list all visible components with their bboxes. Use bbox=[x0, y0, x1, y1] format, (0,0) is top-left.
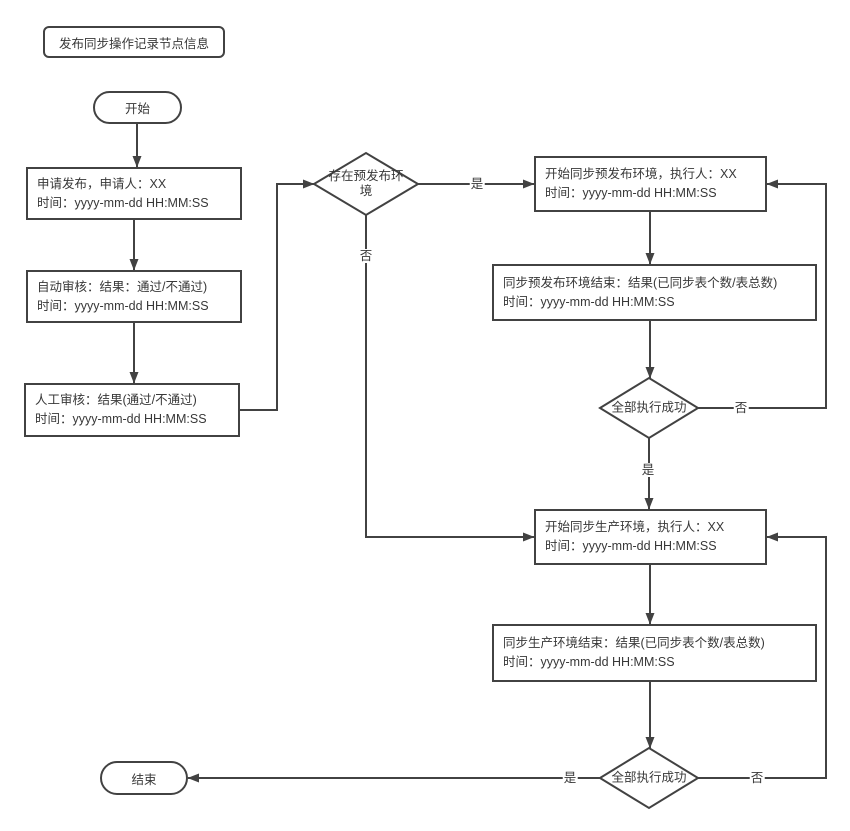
decision-prod-success-shape[interactable] bbox=[598, 746, 700, 810]
edge-label-prod-success-yes: 是 bbox=[562, 771, 578, 785]
manual-review-node[interactable]: 人工审核：结果(通过/不通过) 时间：yyyy-mm-dd HH:MM:SS bbox=[24, 383, 240, 437]
apply-node[interactable]: 申请发布，申请人：XX 时间：yyyy-mm-dd HH:MM:SS bbox=[26, 167, 242, 220]
edge-label-pre-success-yes: 是 bbox=[640, 463, 656, 477]
start-sync-pre-line2: 时间：yyyy-mm-dd HH:MM:SS bbox=[545, 186, 717, 200]
auto-review-line1: 自动审核：结果：通过/不通过) bbox=[37, 279, 208, 294]
start-sync-pre-node[interactable]: 开始同步预发布环境，执行人：XX 时间：yyyy-mm-dd HH:MM:SS bbox=[534, 156, 767, 212]
edge-manual-review-to-decision-pre-env bbox=[240, 179, 315, 411]
start-sync-prod-line1: 开始同步生产环境，执行人：XX bbox=[545, 520, 725, 534]
start-sync-prod-line2: 时间：yyyy-mm-dd HH:MM:SS bbox=[545, 539, 717, 553]
end-node[interactable]: 结束 bbox=[100, 761, 188, 795]
sync-prod-end-line2: 时间：yyyy-mm-dd HH:MM:SS bbox=[503, 655, 675, 669]
manual-review-line1: 人工审核：结果(通过/不通过) bbox=[35, 393, 197, 407]
decision-pre-success-shape[interactable] bbox=[598, 376, 700, 440]
edge-decision-pre-env-no bbox=[365, 215, 535, 542]
start-node[interactable]: 开始 bbox=[93, 91, 182, 124]
sync-pre-end-node[interactable]: 同步预发布环境结束：结果(已同步表个数/表总数) 时间：yyyy-mm-dd H… bbox=[492, 264, 817, 321]
start-sync-prod-node[interactable]: 开始同步生产环境，执行人：XX 时间：yyyy-mm-dd HH:MM:SS bbox=[534, 509, 767, 565]
sync-prod-end-line1: 同步生产环境结束：结果(已同步表个数/表总数) bbox=[503, 636, 765, 650]
edge-decision-pre-success-no-loop bbox=[698, 179, 827, 409]
auto-review-line2: 时间：yyyy-mm-dd HH:MM:SS bbox=[37, 298, 209, 313]
auto-review-node[interactable]: 自动审核：结果：通过/不通过) 时间：yyyy-mm-dd HH:MM:SS bbox=[26, 270, 242, 323]
sync-prod-end-node[interactable]: 同步生产环境结束：结果(已同步表个数/表总数) 时间：yyyy-mm-dd HH… bbox=[492, 624, 817, 682]
edge-label-pre-env-yes: 是 bbox=[469, 177, 485, 191]
sync-pre-end-line1: 同步预发布环境结束：结果(已同步表个数/表总数) bbox=[503, 275, 778, 290]
decision-pre-success-label: 全部执行成功 bbox=[611, 400, 687, 415]
start-sync-pre-line1: 开始同步预发布环境，执行人：XX bbox=[545, 167, 737, 181]
edge-label-pre-success-no: 否 bbox=[733, 401, 749, 415]
apply-line2: 时间：yyyy-mm-dd HH:MM:SS bbox=[37, 195, 209, 210]
diagram-title-box: 发布同步操作记录节点信息 bbox=[43, 26, 225, 58]
decision-prod-success-label: 全部执行成功 bbox=[611, 770, 687, 785]
decision-pre-env-label: 存在预发布环境 bbox=[328, 169, 404, 198]
edge-label-prod-success-no: 否 bbox=[749, 771, 765, 785]
sync-pre-end-line2: 时间：yyyy-mm-dd HH:MM:SS bbox=[503, 294, 675, 309]
edge-label-pre-env-no: 否 bbox=[358, 249, 374, 263]
decision-pre-env-shape[interactable] bbox=[312, 151, 420, 217]
apply-line1: 申请发布，申请人：XX bbox=[37, 176, 167, 191]
manual-review-line2: 时间：yyyy-mm-dd HH:MM:SS bbox=[35, 412, 207, 426]
